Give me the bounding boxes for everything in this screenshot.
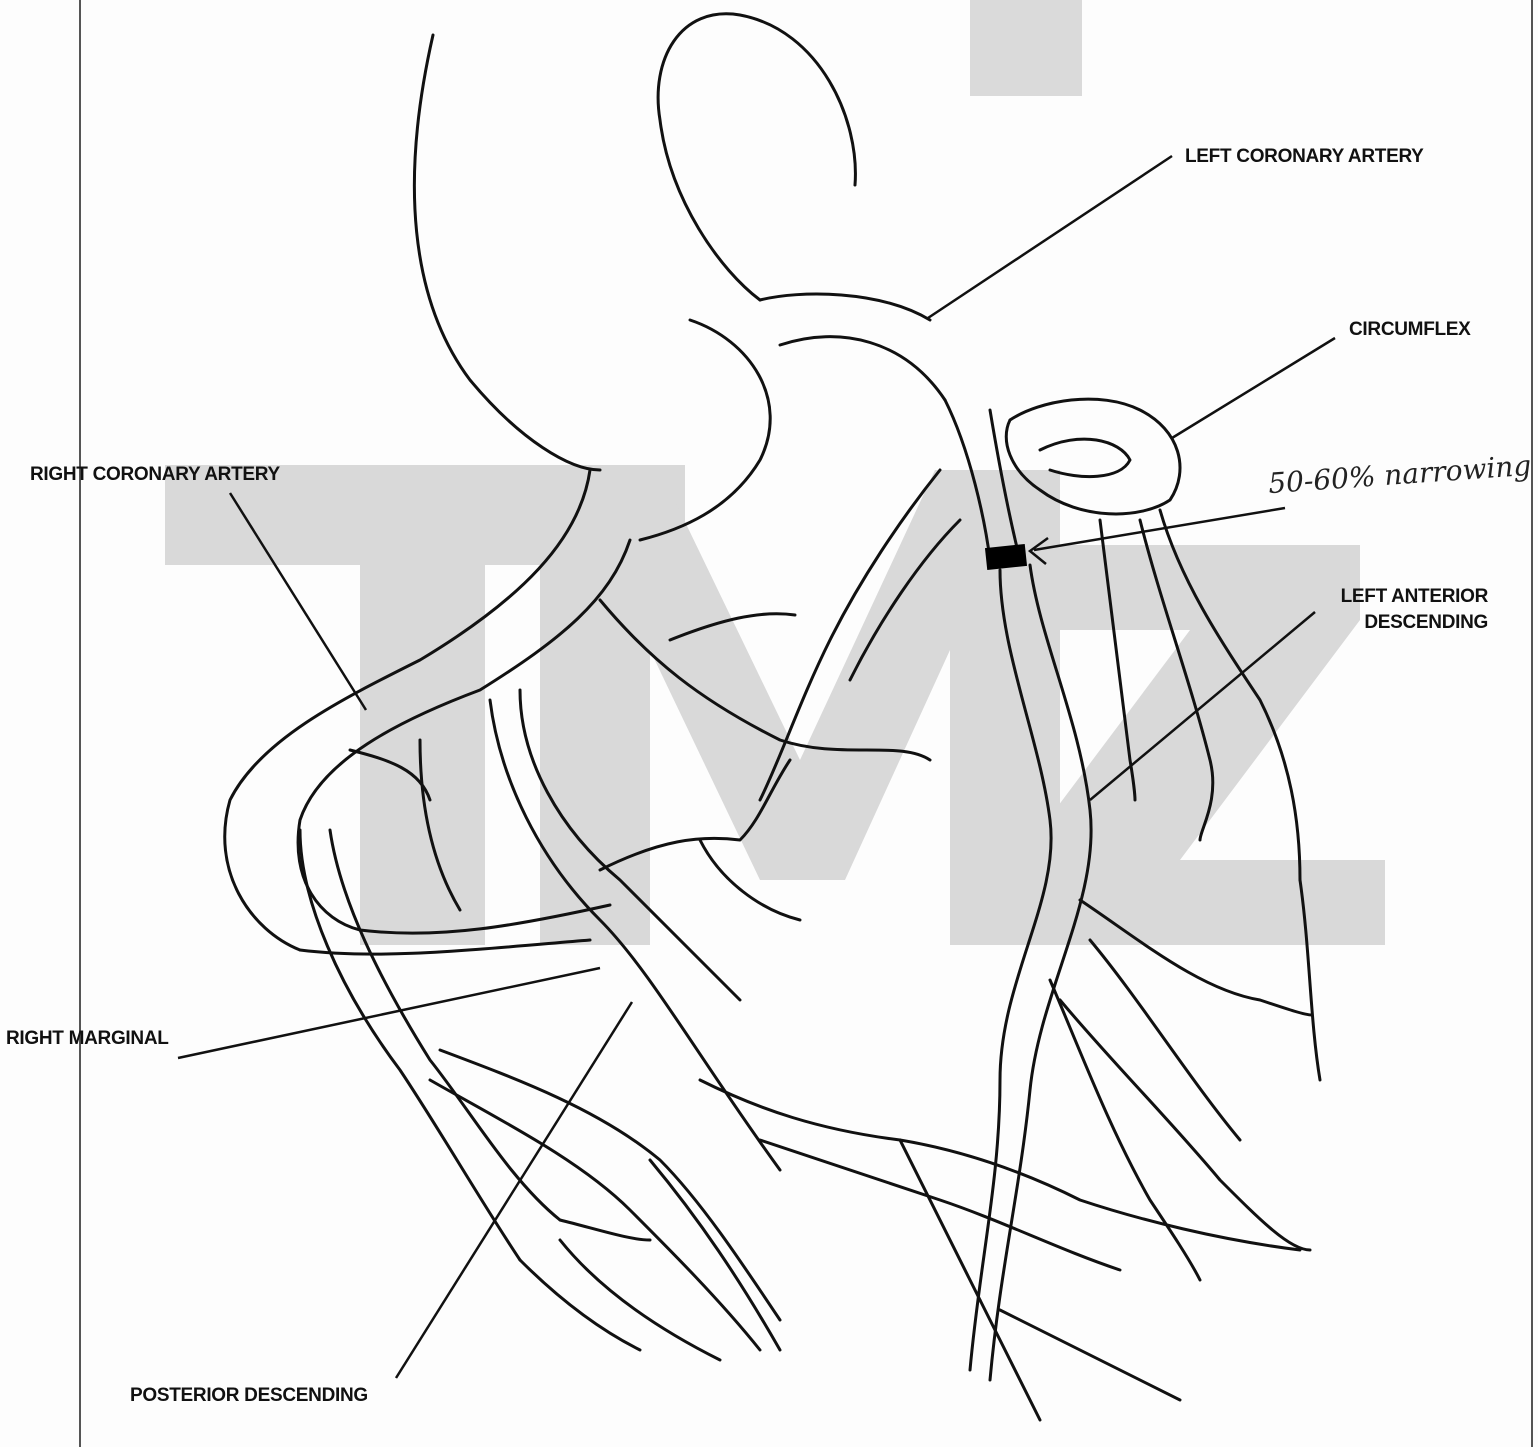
- posterior-branch-3: [900, 1140, 980, 1300]
- label-left-anterior-descending-2: DESCENDING: [1300, 612, 1488, 634]
- label-circumflex: CIRCUMFLEX: [1349, 319, 1471, 341]
- leader-right-marginal: [178, 968, 600, 1058]
- posterior-branch-4: [980, 1300, 1040, 1420]
- pda-a: [440, 1050, 780, 1320]
- label-left-coronary-artery: LEFT CORONARY ARTERY: [1185, 146, 1424, 168]
- scan-smudge: [970, 0, 1082, 96]
- aorta-left-wall: [414, 35, 600, 470]
- leader-narrowing-note: [1034, 508, 1285, 550]
- pda-branch-lower: [650, 1160, 780, 1350]
- lca-bottom: [780, 337, 945, 400]
- rm-branch-lower-2: [520, 1260, 640, 1350]
- leader-circumflex: [1172, 338, 1335, 438]
- label-right-marginal: RIGHT MARGINAL: [6, 1028, 169, 1050]
- pda-b: [430, 1080, 760, 1350]
- lca-top: [760, 294, 930, 320]
- right-marginal-tip: [560, 1220, 650, 1240]
- stenosis-mark: [985, 544, 1027, 570]
- label-right-coronary-artery: RIGHT CORONARY ARTERY: [30, 464, 280, 486]
- posterior-branch-5: [1000, 1310, 1180, 1400]
- lad-branch-4: [1090, 940, 1240, 1140]
- aorta-arch: [658, 14, 855, 300]
- leader-left-coronary-artery: [928, 156, 1172, 318]
- posterior-branch-2: [760, 1140, 1120, 1270]
- leader-posterior-descending: [396, 1002, 632, 1378]
- label-posterior-descending: POSTERIOR DESCENDING: [130, 1385, 368, 1407]
- rm-branch-lower: [560, 1240, 720, 1360]
- circumflex-inner: [1040, 439, 1130, 476]
- label-left-anterior-descending-1: LEFT ANTERIOR: [1300, 586, 1488, 608]
- lad-branch-3: [1060, 1000, 1310, 1250]
